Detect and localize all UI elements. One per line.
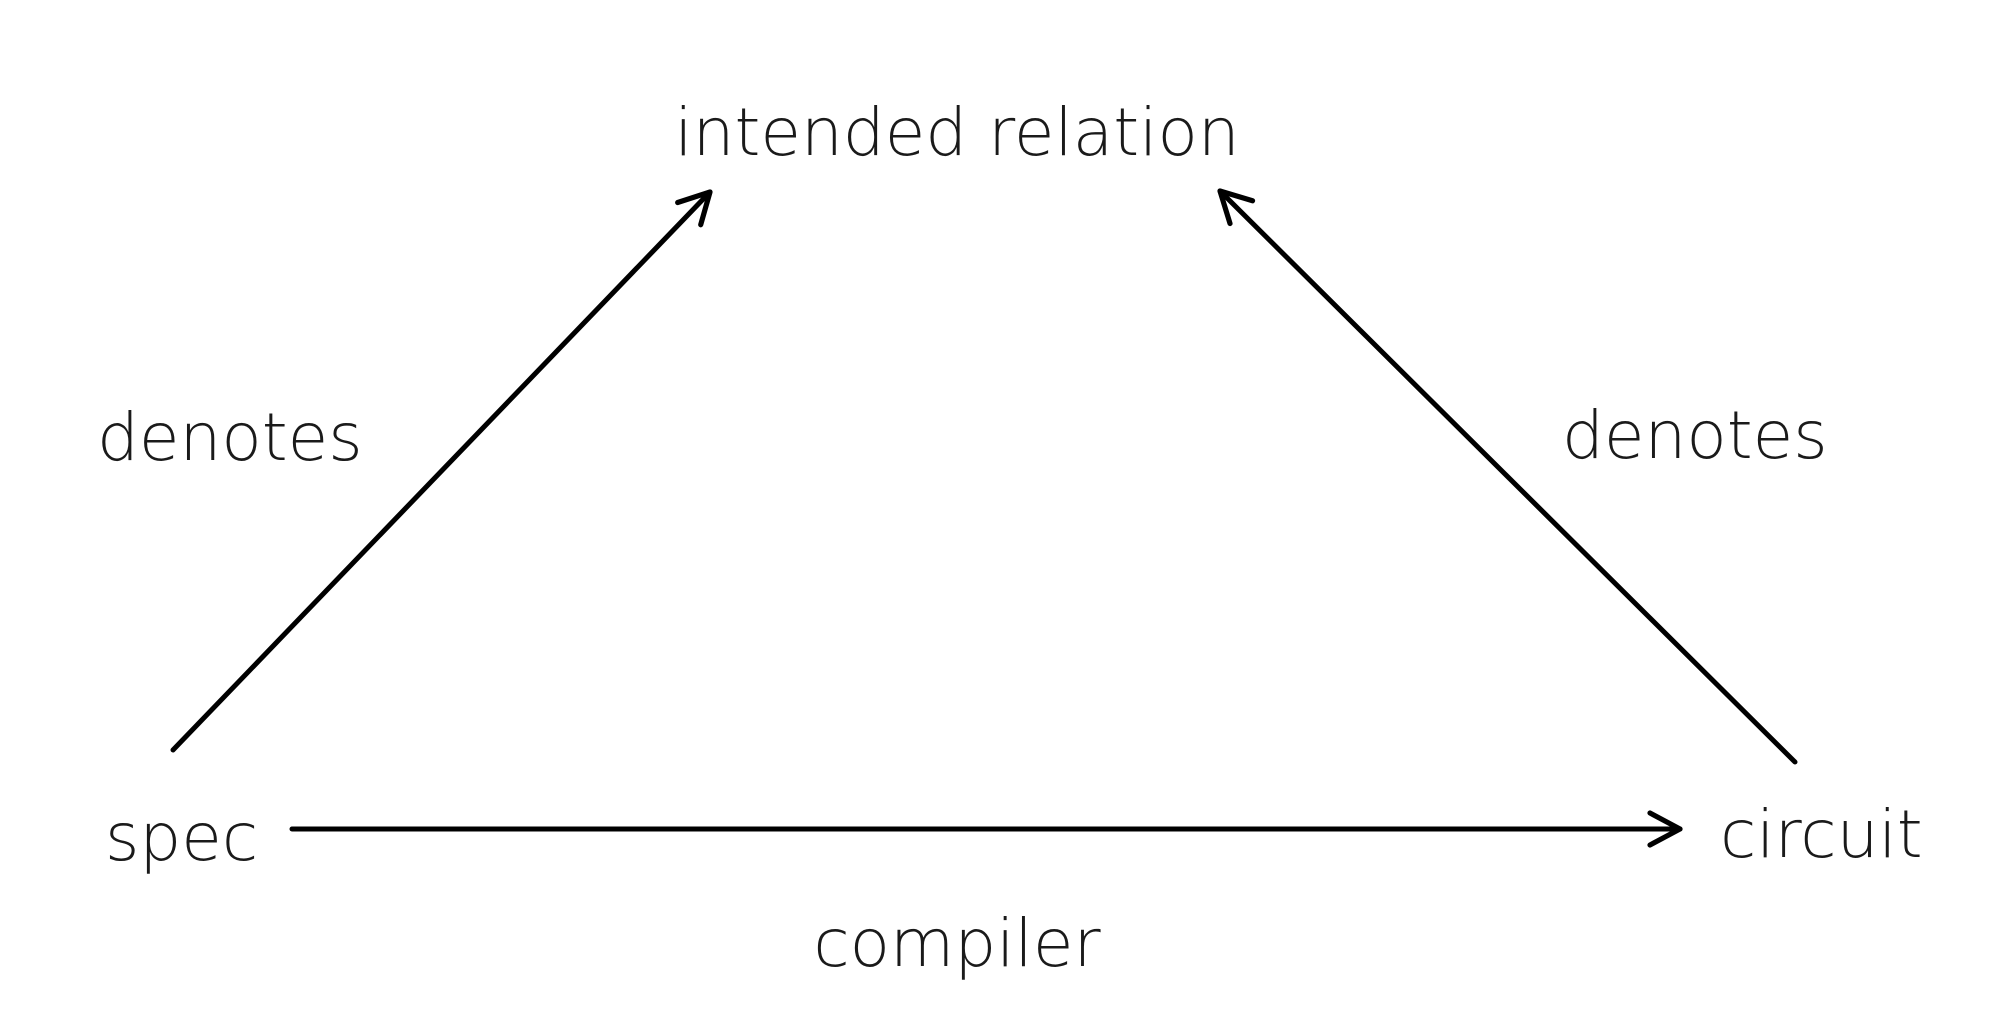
node-intended-relation: intended relation xyxy=(674,94,1239,171)
node-spec: spec xyxy=(105,799,258,876)
arrow-circuit-to-intended-relation xyxy=(1217,188,1798,765)
arrow-spec-to-intended-relation xyxy=(170,189,713,753)
edge-label-spec-denotes: denotes xyxy=(97,399,363,476)
edge-label-compiler: compiler xyxy=(813,905,1101,982)
edge-label-circuit-denotes: denotes xyxy=(1562,397,1828,474)
node-circuit: circuit xyxy=(1720,796,1923,873)
